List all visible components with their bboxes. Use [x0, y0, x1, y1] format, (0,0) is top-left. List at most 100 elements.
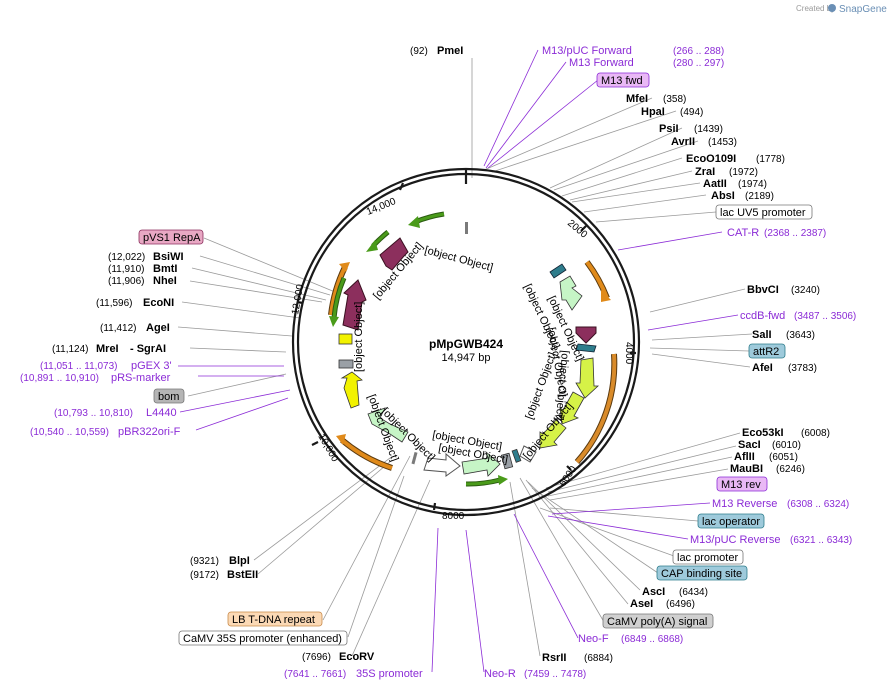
enzyme-label[interactable]: AfeI	[752, 362, 773, 374]
enzyme-pos: (1972)	[729, 167, 758, 178]
enzyme-pos: (11,412)	[100, 323, 137, 334]
tick-label: 4000	[623, 342, 634, 365]
ori-arrow	[340, 371, 363, 409]
enzyme-pos: (6496)	[666, 599, 695, 610]
lac-uv5-promoter-box[interactable]	[715, 204, 813, 220]
enzyme-label[interactable]: AvrII	[671, 136, 695, 148]
citrine-arrow-1	[575, 357, 600, 399]
primer-range: (7641 .. 7661)	[284, 669, 346, 680]
attr1-box	[549, 263, 567, 279]
enzyme-pos: (11,906)	[108, 276, 145, 287]
credit-text: Created by	[796, 4, 835, 13]
primer-label[interactable]: ccdB-fwd	[740, 310, 785, 322]
feature-box-label: CaMV poly(A) signal	[607, 616, 707, 628]
enzyme-pos: (11,910)	[108, 264, 145, 275]
enzyme-pos: (6010)	[772, 440, 801, 451]
primer-range: (11,051 .. 11,073)	[40, 361, 117, 372]
enzyme-label[interactable]: BsiWI	[153, 251, 184, 263]
neor-kanr-arrow	[461, 450, 501, 477]
enzyme-label[interactable]: MauBI	[730, 463, 763, 475]
enzyme-pos: (1453)	[708, 137, 737, 148]
enzyme-label[interactable]: PsiI	[659, 123, 679, 135]
primer-label[interactable]: pGEX 3'	[131, 360, 172, 372]
enzyme-label[interactable]: BlpI	[229, 555, 250, 567]
primer-leader-lines	[178, 49, 739, 673]
camv-polya-signal-box[interactable]	[602, 613, 714, 629]
primer-label[interactable]: M13 Reverse	[712, 498, 777, 510]
feature-arrowhead	[366, 240, 378, 252]
enzyme-pos: (2189)	[745, 191, 774, 202]
tick-label: 12,000	[290, 283, 306, 315]
tick-label: 8000	[442, 511, 465, 522]
enzyme-pos: (1974)	[738, 179, 767, 190]
enzyme-label[interactable]: EcoNI	[143, 297, 174, 309]
feature-box-label: M13 rev	[721, 479, 761, 491]
cap-binding-site-box[interactable]	[656, 565, 748, 581]
cmr-arrow	[559, 275, 583, 311]
m13-rev-box[interactable]	[716, 476, 768, 492]
enzyme-label[interactable]: - SgrAI	[130, 343, 166, 355]
primer-range: (10,891 .. 10,910)	[20, 373, 99, 384]
bom-box	[338, 359, 354, 369]
enzyme-label[interactable]: PmeI	[437, 45, 463, 57]
bom-label-box[interactable]	[153, 388, 185, 404]
enzyme-label[interactable]: SacI	[738, 439, 761, 451]
primer-label[interactable]: pBR322ori-F	[118, 426, 181, 438]
enzyme-label[interactable]: MfeI	[626, 93, 648, 105]
primer-label[interactable]: pRS-marker	[111, 372, 171, 384]
lb-tdna-repeat-box	[411, 451, 418, 465]
enzyme-label[interactable]: EcoRV	[339, 651, 375, 663]
enzyme-pos: (7696)	[302, 652, 331, 663]
primer-label[interactable]: Neo-F	[578, 633, 609, 645]
primer-label[interactable]: M13 Forward	[569, 57, 634, 69]
primer-range: (6321 .. 6343)	[790, 535, 852, 546]
feature-box-label: pVS1 RepA	[143, 232, 201, 244]
gray-box-feature	[500, 452, 514, 470]
enzyme-pos: (11,596)	[96, 298, 133, 309]
feature-box-label: M13 fwd	[601, 75, 643, 87]
enzyme-label[interactable]: AgeI	[146, 322, 170, 334]
enzyme-label[interactable]: AflII	[734, 451, 755, 463]
enzyme-label[interactable]: AatII	[703, 178, 727, 190]
enzyme-pos: (9172)	[190, 570, 219, 581]
enzyme-label[interactable]: AbsI	[711, 190, 735, 202]
enzyme-label[interactable]: BstEII	[227, 569, 258, 581]
primer-label[interactable]: L4440	[146, 407, 177, 419]
camv-35s-promoter-box[interactable]	[178, 630, 348, 646]
enzyme-label[interactable]: MreI	[96, 343, 119, 355]
attr2-label-box[interactable]	[748, 343, 786, 359]
tick-marks	[296, 168, 636, 511]
enzyme-label[interactable]: EcoO109I	[686, 153, 736, 165]
primer-range: (2368 .. 2387)	[764, 228, 826, 239]
enzyme-pos: (6434)	[679, 587, 708, 598]
primer-label[interactable]: Neo-R	[484, 668, 516, 680]
enzyme-label[interactable]: ZraI	[695, 166, 715, 178]
enzyme-pos: (1778)	[756, 154, 785, 165]
inner-label: [object Object]	[524, 351, 559, 421]
enzyme-label[interactable]: AscI	[642, 586, 665, 598]
primer-label[interactable]: CAT-R	[727, 227, 759, 239]
enzyme-label[interactable]: RsrII	[542, 652, 566, 664]
pvs1-repa-label-box[interactable]	[138, 229, 204, 245]
pvs1-repa-arrow	[342, 279, 367, 331]
enzyme-label[interactable]: BmtI	[153, 263, 177, 275]
pvs1-staa-arrow	[379, 237, 409, 271]
enzyme-label[interactable]: AseI	[630, 598, 653, 610]
primer-label[interactable]: M13/pUC Forward	[542, 45, 632, 57]
enzyme-label[interactable]: NheI	[153, 275, 177, 287]
lac-promoter-box[interactable]	[672, 549, 744, 565]
m13-fwd-box[interactable]	[596, 72, 650, 88]
primer-label[interactable]: M13/pUC Reverse	[690, 534, 780, 546]
enzyme-pos: (3783)	[788, 363, 817, 374]
enzyme-label[interactable]: Eco53kI	[742, 427, 784, 439]
enzyme-label[interactable]: HpaI	[641, 106, 665, 118]
feature-arc-bar	[575, 353, 617, 464]
teal-box-feature	[511, 448, 522, 463]
enzyme-label[interactable]: BbvCI	[747, 284, 779, 296]
lb-tdna-repeat-label-box[interactable]	[227, 611, 323, 627]
brand-text: SnapGene	[839, 4, 887, 15]
lac-operator-box[interactable]	[697, 513, 765, 529]
primer-label[interactable]: 35S promoter	[356, 668, 423, 680]
enzyme-label[interactable]: SalI	[752, 329, 772, 341]
